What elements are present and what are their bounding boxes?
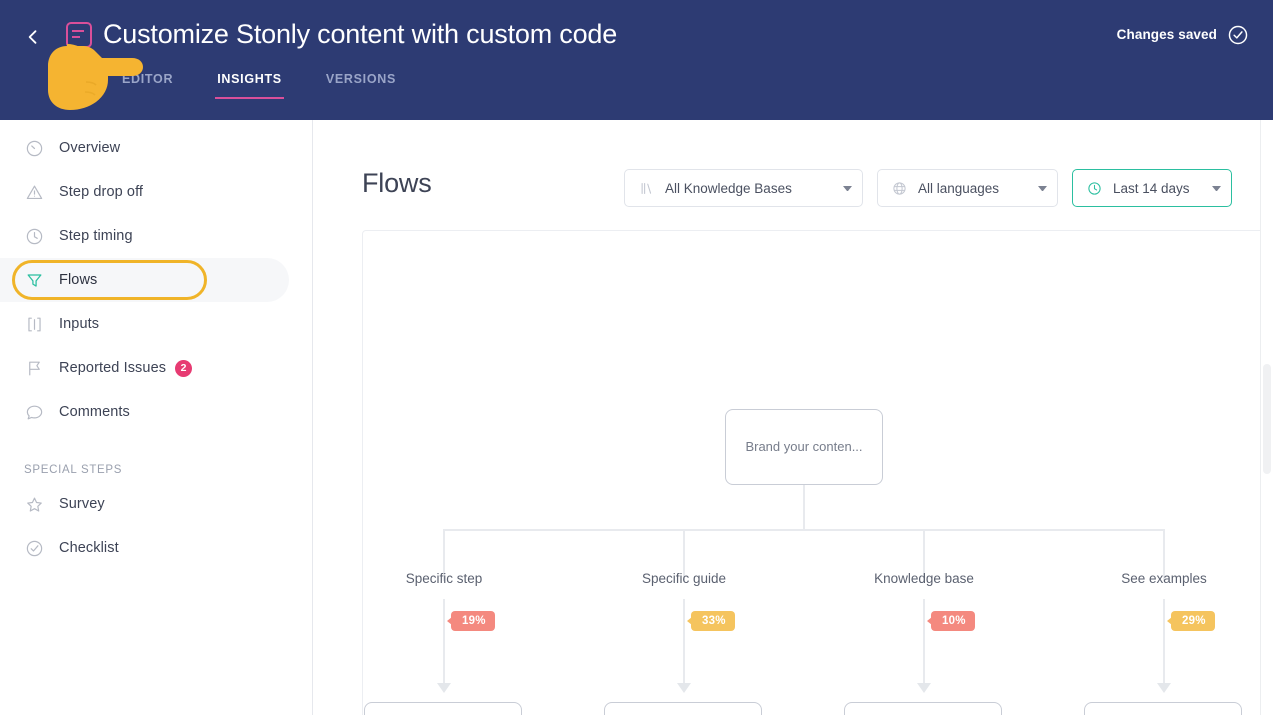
app-header: Customize Stonly content with custom cod… [0,0,1273,120]
flow-leaf-node-2[interactable]: How to customize specific guides with cu… [604,702,762,715]
branch-percent-2: 33% [687,611,735,631]
sidebar-item-overview[interactable]: Overview [0,126,289,170]
sidebar-item-label: Checklist [59,540,119,556]
flow-leaf-node-3[interactable]: How to add custom code to the knowledge … [844,702,1002,715]
arrow-head-2 [677,683,691,693]
brackets-icon [24,314,44,334]
chat-bubble-icon [24,402,44,422]
tab-versions[interactable]: VERSIONS [325,72,397,86]
insights-sidebar: Overview Step drop off Step timing Flows [0,120,313,715]
language-filter[interactable]: All languages [877,169,1058,207]
sidebar-item-reported-issues[interactable]: Reported Issues 2 [0,346,289,390]
filter-bar: All Knowledge Bases All languages Last 1… [624,169,1232,207]
branch-label-1: Specific step [405,571,483,586]
chevron-down-icon [1038,185,1047,191]
edge-drop-1b [443,599,445,691]
chevron-down-icon [843,185,852,191]
globe-icon [891,180,907,196]
edge-horizontal-bus [443,529,1165,531]
date-range-filter-value: Last 14 days [1113,180,1190,196]
sidebar-item-survey[interactable]: Survey [0,482,289,526]
sidebar-item-inputs[interactable]: Inputs [0,302,289,346]
header-tabs: EDITOR INSIGHTS VERSIONS [100,72,418,99]
chevron-down-icon [1212,185,1221,191]
sidebar-item-label: Survey [59,496,105,512]
date-range-filter[interactable]: Last 14 days [1072,169,1232,207]
edge-drop-4a [1163,529,1165,581]
sidebar-item-label: Step drop off [59,184,144,200]
arrow-head-4 [1157,683,1171,693]
edge-drop-2a [683,529,685,581]
star-icon [24,494,44,514]
edge-drop-3b [923,599,925,691]
flow-leaf-node-4[interactable]: How to customize your guides with CSS co… [1084,702,1242,715]
page-title: Customize Stonly content with custom cod… [103,19,618,49]
arrow-head-1 [437,683,451,693]
sidebar-item-label: Flows [59,272,98,288]
sidebar-item-label: Inputs [59,316,100,332]
clock-icon [24,226,44,246]
branch-label-3: Knowledge base [874,571,974,586]
edge-drop-3a [923,529,925,581]
page-scrollbar-track[interactable] [1260,120,1273,715]
sidebar-item-step-drop-off[interactable]: Step drop off [0,170,289,214]
flows-header: Flows [362,168,1242,199]
sidebar-item-label: Comments [59,404,130,420]
sidebar-item-checklist[interactable]: Checklist [0,526,289,570]
edge-root-stem [803,485,805,531]
flow-diagram-panel: Brand your conten... Specific step Speci… [362,230,1273,715]
sidebar-section-title: SPECIAL STEPS [24,464,123,476]
clock-icon [1086,180,1102,196]
warning-triangle-icon [24,182,44,202]
sidebar-item-label: Step timing [59,228,133,244]
sidebar-item-step-timing[interactable]: Step timing [0,214,289,258]
edge-drop-4b [1163,599,1165,691]
branch-percent-1: 19% [447,611,495,631]
sidebar-item-comments[interactable]: Comments [0,390,289,434]
branch-label-2: Specific guide [641,571,727,586]
sidebar-item-label: Overview [59,140,121,156]
flow-root-node[interactable]: Brand your conten... [725,409,883,485]
check-circle-icon [24,538,44,558]
edge-drop-1a [443,529,445,581]
tab-insights[interactable]: INSIGHTS [195,72,304,99]
edge-drop-2b [683,599,685,691]
tab-editor[interactable]: EDITOR [122,72,174,86]
reported-issues-badge: 2 [175,359,193,377]
chevron-left-icon [28,30,37,44]
branch-label-4: See examples [1121,571,1207,586]
language-filter-value: All languages [918,180,1000,196]
sidebar-item-label: Reported Issues [59,360,167,376]
flow-leaf-node-1[interactable]: Customize guides and steps with CSS [364,702,522,715]
flow-canvas: Brand your conten... Specific step Speci… [363,231,1272,715]
knowledge-base-filter-value: All Knowledge Bases [665,180,792,196]
knowledge-base-filter[interactable]: All Knowledge Bases [624,169,863,207]
knowledge-base-icon [638,180,654,196]
back-button[interactable] [18,22,48,52]
branch-percent-4: 29% [1167,611,1215,631]
page-scrollbar-thumb[interactable] [1263,364,1271,474]
branch-percent-3: 10% [927,611,975,631]
guide-document-icon [66,22,92,48]
filter-icon [24,270,44,290]
main-content: Flows All Knowledge Bases All languages [313,120,1273,715]
arrow-head-3 [917,683,931,693]
check-circle-icon [1227,24,1249,46]
sidebar-item-flows[interactable]: Flows [0,258,289,302]
gauge-icon [24,138,44,158]
flag-icon [24,358,44,378]
save-status-text: Changes saved [1116,27,1217,42]
flows-title: Flows [362,168,432,198]
